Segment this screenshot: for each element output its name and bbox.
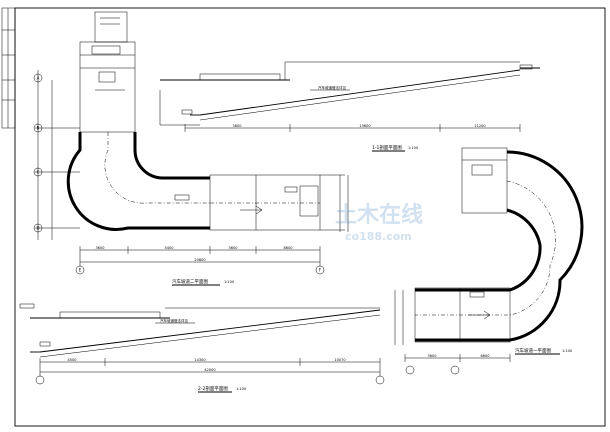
plan-lower-dim-2: 6600 bbox=[481, 354, 490, 358]
section-lower-dim-2: 14300 bbox=[194, 358, 205, 362]
axis-label-d: D bbox=[36, 226, 39, 231]
axis-bubble-g bbox=[35, 375, 45, 385]
axis-bubble-c bbox=[33, 167, 43, 177]
axis-label-c: C bbox=[37, 170, 40, 175]
section-upper-dim-3: 11200 bbox=[474, 124, 485, 128]
section-upper-dim-2: 13600 bbox=[359, 124, 370, 128]
section-lower-dim-1: 4500 bbox=[68, 358, 77, 362]
axis-bubble-i bbox=[405, 365, 415, 375]
plan-upper-dim-total: 20800 bbox=[194, 258, 205, 262]
axis-bubble-f bbox=[315, 265, 325, 275]
plan-upper-title: 汽车坡道二平面图 bbox=[172, 278, 208, 285]
plan-upper-dim-4: 8600 bbox=[284, 246, 293, 250]
watermark-main: 土木在线 bbox=[335, 202, 423, 228]
axis-label-e: E bbox=[79, 268, 82, 273]
ramp-plan-upper: 3600 5400 3600 8600 20800 汽车坡道二平面图 1:100 bbox=[33, 11, 349, 286]
axis-bubble-h bbox=[375, 375, 385, 385]
plan-upper-dim-1: 3600 bbox=[96, 246, 105, 250]
plan-upper-dim-3: 3600 bbox=[229, 246, 238, 250]
axis-letters: A B C D E F bbox=[36, 76, 321, 273]
axis-bubble-d bbox=[33, 223, 43, 233]
section-upper-scale: 1:100 bbox=[408, 146, 418, 150]
axis-bubble-j bbox=[450, 365, 460, 375]
ramp-section-upper: 3800 13600 11200 汽车坡道做法详见 1-1剖面平面图 1:100 bbox=[159, 61, 540, 152]
section-lower-dim-total: 42000 bbox=[204, 368, 215, 372]
section-upper-slope-note: 汽车坡道做法详见 bbox=[318, 85, 346, 90]
plan-upper-scale: 1:100 bbox=[224, 280, 234, 284]
plan-upper-dim-2: 5400 bbox=[165, 246, 174, 250]
section-upper-dim-1: 3800 bbox=[233, 124, 242, 128]
section-lower-scale: 1:100 bbox=[236, 387, 246, 391]
section-upper-title: 1-1剖面平面图 bbox=[372, 144, 402, 151]
watermark-sub: co188.com bbox=[345, 230, 412, 243]
ramp-plan-lower: 3600 6600 汽车坡道一平面图 1:100 bbox=[394, 147, 584, 375]
plan-lower-title: 汽车坡道一平面图 bbox=[515, 347, 551, 354]
section-lower-title: 2-2剖面平面图 bbox=[198, 385, 228, 392]
watermark: 土木在线 co188.com bbox=[335, 202, 423, 243]
axis-label-b: B bbox=[37, 126, 40, 131]
axis-label-f: F bbox=[319, 268, 322, 273]
sheet-border bbox=[1, 7, 606, 427]
axis-bubble-e bbox=[75, 265, 85, 275]
plan-lower-scale: 1:100 bbox=[562, 349, 572, 353]
plan-lower-dim-1: 3600 bbox=[428, 354, 437, 358]
ramp-section-lower: 4500 14300 10070 42000 汽车坡道做法详见 2-2剖面平面图… bbox=[19, 303, 385, 393]
section-lower-slope-note: 汽车坡道做法详见 bbox=[160, 318, 188, 323]
axis-bubble-a bbox=[33, 73, 43, 83]
section-lower-dim-3: 10070 bbox=[334, 358, 345, 362]
axis-bubble-b bbox=[33, 123, 43, 133]
axis-label-a: A bbox=[37, 76, 40, 81]
